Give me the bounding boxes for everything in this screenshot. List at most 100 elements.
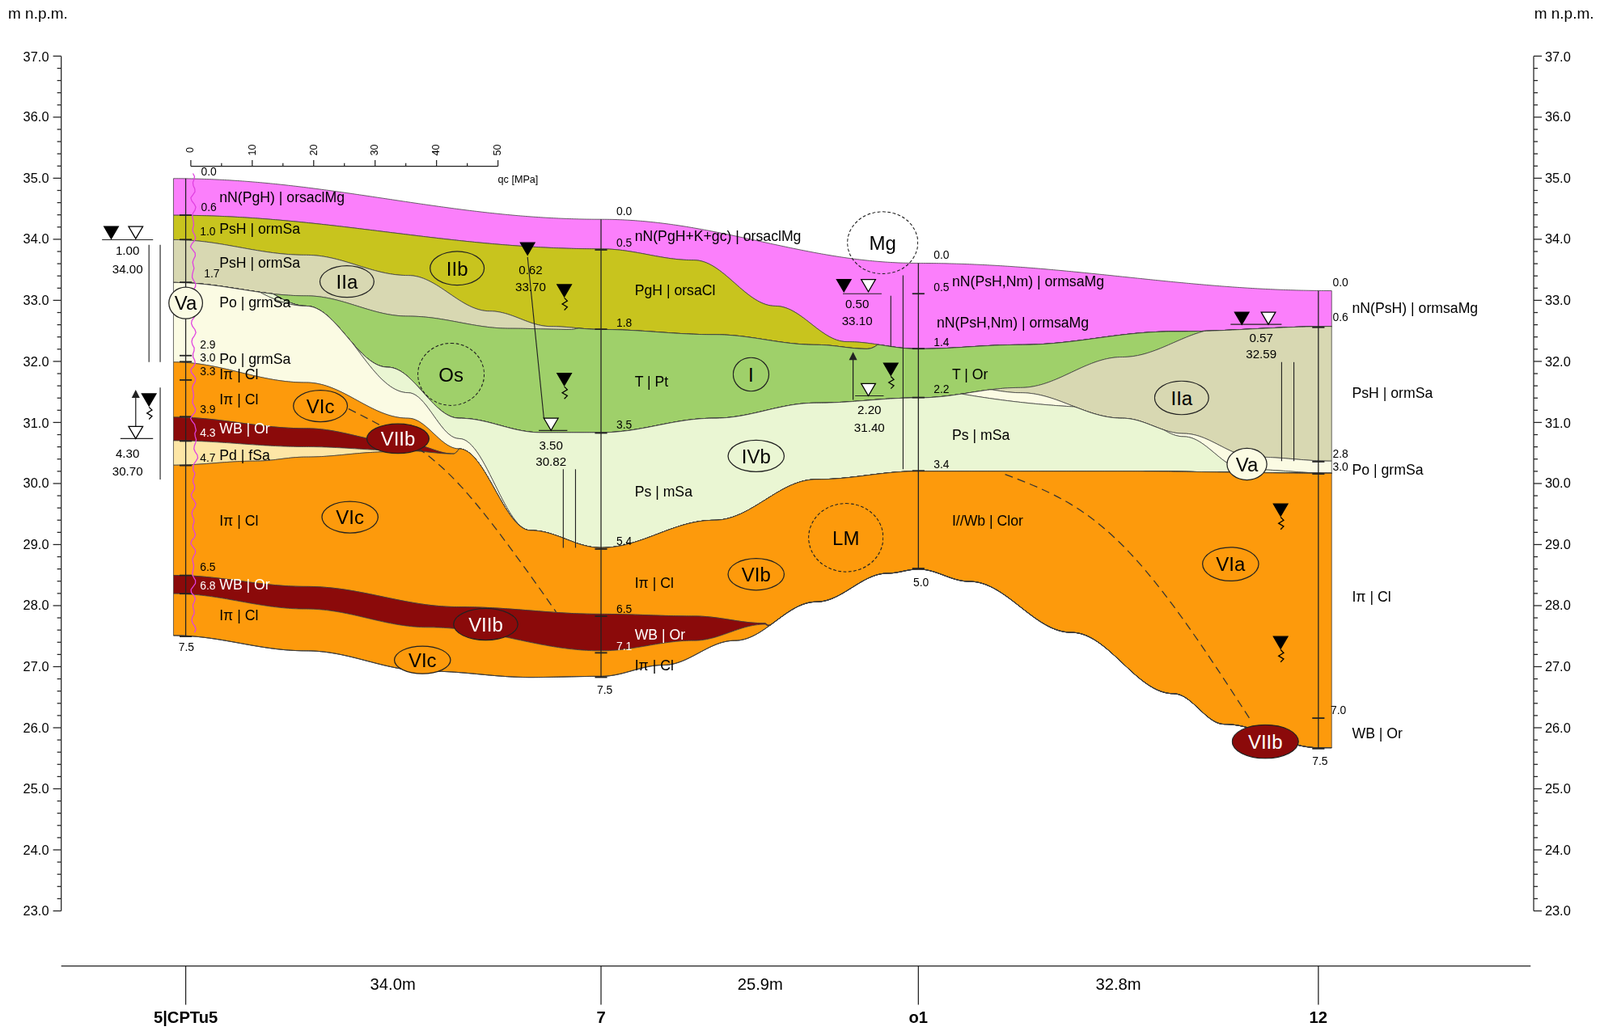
layer-label: 2.9 (199, 338, 216, 351)
axis-tick (53, 849, 62, 851)
water-level-label: 0.62 (518, 264, 542, 277)
axis-tick (53, 910, 62, 912)
axis-tick (1533, 360, 1542, 362)
cpt-axis-label: 10 (247, 143, 259, 156)
depth-tick (594, 548, 607, 551)
depth-tick (1312, 461, 1325, 463)
soil-layer (173, 569, 1332, 749)
axis-tick (1533, 446, 1538, 448)
unit-circle: Va (168, 286, 204, 319)
depth-tick (179, 214, 192, 216)
depth-tick (179, 635, 192, 638)
water-stable-symbol (861, 383, 877, 396)
axis-tick (57, 250, 62, 252)
axis-tick (1533, 654, 1538, 656)
cpt-axis-label: 40 (431, 143, 442, 156)
axis-tick (57, 715, 62, 716)
axis-tick (57, 654, 62, 656)
unit-code: VIIb (380, 428, 416, 449)
axis-tick (1533, 568, 1538, 570)
water-struck-symbol (104, 226, 119, 239)
water-stable-symbol (543, 418, 559, 431)
water-struck-symbol (1273, 636, 1288, 649)
axis-tick (1533, 520, 1538, 521)
cpt-axis-label: 0.0 (201, 165, 217, 178)
axis-tick (1533, 140, 1538, 142)
depth-tick (912, 292, 925, 295)
water-level-label: 30.70 (112, 465, 144, 478)
layer-label: 7.5 (596, 684, 613, 696)
axis-tick (57, 275, 62, 277)
layer-label: 0.0 (1332, 276, 1348, 288)
axis-tick (57, 458, 62, 460)
axis-label: 28.0 (1544, 599, 1571, 613)
cpt-axis-label: qc [MPa] (498, 174, 539, 186)
layer-label: 2.8 (1332, 448, 1348, 460)
depth-tick (594, 615, 607, 618)
axis-tick (1533, 80, 1538, 81)
axis-tick (53, 55, 62, 57)
axis-tick (1533, 837, 1538, 839)
axis-tick (57, 336, 62, 338)
borehole-line (600, 219, 602, 678)
axis-tick (57, 642, 62, 644)
layer-label: Pd | fSa (219, 448, 271, 463)
water-level-label: 30.82 (535, 456, 567, 469)
axis-tick (1533, 250, 1538, 252)
axis-tick (57, 532, 62, 534)
layer-label: Iπ | Cl (634, 575, 674, 590)
axis-label: 24.0 (23, 843, 50, 857)
layers (173, 178, 1332, 749)
axis-label: 32.0 (1544, 355, 1571, 369)
layer-label: PsH | ormSa (1351, 385, 1433, 401)
layer-label: Iπ | Cl (219, 608, 259, 623)
axis-tick (1533, 336, 1538, 338)
distance-tick (185, 966, 187, 1006)
axis-tick (1533, 532, 1538, 534)
layer-label: 7.0 (1330, 704, 1347, 716)
borehole-line (185, 178, 187, 637)
axis-tick (57, 580, 62, 582)
axis-tick (57, 702, 62, 704)
axis-tick (1533, 104, 1538, 106)
layer-label: 0.5 (933, 281, 949, 293)
layer-label: 0.6 (201, 201, 217, 213)
layer-label: 0.0 (933, 249, 949, 261)
unit-code: Va (1235, 454, 1259, 475)
axis-tick (1533, 788, 1542, 790)
axis-tick (1533, 348, 1538, 350)
axis-tick (1533, 580, 1538, 582)
layer-label: 0.6 (1332, 311, 1348, 323)
axis-tick (57, 202, 62, 204)
axis-tick (57, 470, 62, 472)
depth-tick (179, 360, 192, 363)
soil-layer (173, 569, 1332, 749)
water-level-label: 3.50 (538, 440, 563, 453)
axis-tick (1533, 507, 1538, 509)
rise-arrow (852, 354, 854, 401)
unit-code: Va (174, 293, 198, 314)
axis-tick (1533, 690, 1538, 692)
axis-label: 23.0 (23, 904, 50, 918)
layer-label: 2.2 (933, 383, 949, 395)
unit-circle: IIb (429, 250, 485, 286)
axis-tick (57, 92, 62, 94)
distance-label: 32.8m (1096, 976, 1142, 993)
axis-tick (1533, 800, 1538, 802)
well-line (159, 387, 161, 480)
axis-tick (53, 300, 62, 301)
unit-heading: m n.p.m. (8, 4, 68, 21)
axis-tick (57, 226, 62, 228)
axis-label: 35.0 (1544, 171, 1571, 185)
axis-label: 33.0 (1544, 293, 1571, 307)
well-line (1293, 362, 1295, 462)
layer-label: Po | grmSa (1351, 461, 1423, 477)
distance-tick (600, 966, 602, 1006)
axis-tick (1533, 153, 1538, 155)
layer-label: 3.9 (199, 403, 216, 415)
cpt-tick (313, 160, 314, 167)
axis-tick (57, 898, 62, 900)
arrow-head (849, 351, 858, 360)
arrow-head (131, 389, 140, 398)
axis-tick (1533, 397, 1538, 399)
